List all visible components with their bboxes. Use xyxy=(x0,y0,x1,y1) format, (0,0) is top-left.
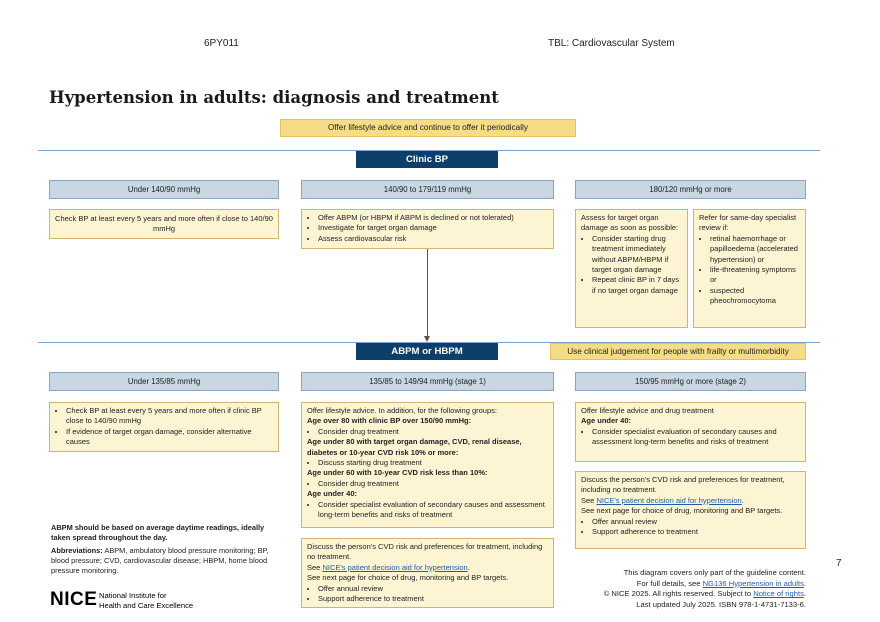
course-code: 6PY011 xyxy=(204,38,239,49)
abpm-divider xyxy=(38,342,820,343)
list-item: retinal haemorrhage or papilloedema (acc… xyxy=(710,234,800,265)
stage1-cvd-discussion: Discuss the person's CVD risk and prefer… xyxy=(301,538,554,608)
nice-logo: NICE xyxy=(50,589,98,610)
abbreviations: Abbreviations: ABPM, ambulatory blood pr… xyxy=(51,546,281,576)
topic-label: TBL: Cardiovascular System xyxy=(548,38,675,49)
list-item: Discuss starting drug treatment xyxy=(318,458,548,468)
see-label: See xyxy=(307,562,323,572)
period: . xyxy=(467,562,470,572)
list-item: Consider specialist evaluation of second… xyxy=(318,500,548,521)
list-item: Consider drug treatment xyxy=(318,427,548,437)
footer-coverage: This diagram covers only part of the gui… xyxy=(623,568,806,577)
stage1-intro: Offer lifestyle advice. In addition, for… xyxy=(307,406,497,415)
clinic-category-high: 180/120 mmHg or more xyxy=(575,180,806,199)
flow-arrow-head xyxy=(424,336,430,342)
cvd-discussion-text: Discuss the person's CVD risk and prefer… xyxy=(581,475,785,495)
decision-aid-link[interactable]: NICE's patient decision aid for hyperten… xyxy=(596,495,742,505)
list-item: Assess cardiovascular risk xyxy=(318,234,548,244)
clinic-category-low: Under 140/90 mmHg xyxy=(49,180,279,199)
list-item: If evidence of target organ damage, cons… xyxy=(66,427,273,448)
list-item: Consider drug treatment xyxy=(318,479,548,489)
clinic-divider xyxy=(38,150,820,151)
stage2-intro: Offer lifestyle advice and drug treatmen… xyxy=(581,406,714,415)
footer-updated: Last updated July 2025. ISBN 978-1-4731-… xyxy=(636,599,806,609)
list-item: Check BP at least every 5 years and more… xyxy=(66,406,273,427)
frailty-note: Use clinical judgement for people with f… xyxy=(550,343,806,360)
list-item: Support adherence to treatment xyxy=(318,594,548,604)
stage1-advice: Offer lifestyle advice. In addition, for… xyxy=(301,402,554,528)
stage1-group-over80: Age over 80 with clinic BP over 150/90 m… xyxy=(307,416,472,426)
abpm-category-stage1: 135/85 to 149/94 mmHg (stage 1) xyxy=(301,372,554,391)
abbreviations-label: Abbreviations: xyxy=(51,546,103,555)
abpm-category-stage2: 150/95 mmHg or more (stage 2) xyxy=(575,372,806,391)
flow-arrow-line xyxy=(427,249,428,337)
abbreviations-text: ABPM, ambulatory blood pressure monitori… xyxy=(51,546,269,575)
clinic-category-mid: 140/90 to 179/119 mmHg xyxy=(301,180,554,199)
logo-line1: National Institute for xyxy=(99,591,167,600)
page-number: 7 xyxy=(836,558,842,569)
clinic-high-assess: Assess for target organ damage as soon a… xyxy=(575,209,688,328)
decision-aid-line: See NICE's patient decision aid for hype… xyxy=(307,563,548,573)
notice-of-rights-link[interactable]: Notice of rights xyxy=(753,589,804,599)
list-item: suspected pheochromocytoma xyxy=(710,286,800,307)
cvd-discussion-text: Discuss the person's CVD risk and prefer… xyxy=(307,542,543,562)
clinic-high-refer: Refer for same-day specialist review if:… xyxy=(693,209,806,328)
nice-logo-text: National Institute for Health and Care E… xyxy=(99,591,193,610)
footer-details-pre: For full details, see xyxy=(636,578,703,588)
decision-aid-link[interactable]: NICE's patient decision aid for hyperten… xyxy=(322,562,468,572)
stage1-group-under60: Age under 60 with 10-year CVD risk less … xyxy=(307,468,488,478)
abpm-category-low: Under 135/85 mmHg xyxy=(49,372,279,391)
stage2-group-under40: Age under 40: xyxy=(581,416,632,426)
decision-aid-line: See NICE's patient decision aid for hype… xyxy=(581,496,800,506)
see-label: See xyxy=(581,495,597,505)
abpm-reading-note: ABPM should be based on average daytime … xyxy=(51,523,265,542)
next-page-note: See next page for choice of drug, monito… xyxy=(307,573,509,583)
page-title: Hypertension in adults: diagnosis and tr… xyxy=(49,88,499,107)
list-item: Investigate for target organ damage xyxy=(318,223,548,233)
stage2-advice: Offer lifestyle advice and drug treatmen… xyxy=(575,402,806,462)
clinic-bp-label: Clinic BP xyxy=(356,151,498,168)
list-item: Consider starting drug treatment immedia… xyxy=(592,234,682,276)
list-item: Offer annual review xyxy=(592,517,800,527)
list-item: life-threatening symptoms or xyxy=(710,265,800,286)
list-item: Consider specialist evaluation of second… xyxy=(592,427,800,448)
copyright-pre: © NICE 2025. All rights reserved. Subjec… xyxy=(603,589,754,599)
stage1-group-under40: Age under 40: xyxy=(307,489,358,499)
footer-copyright: © NICE 2025. All rights reserved. Subjec… xyxy=(560,589,806,600)
abpm-low-advice: Check BP at least every 5 years and more… xyxy=(49,402,279,452)
period: . xyxy=(741,495,744,505)
period: . xyxy=(803,578,806,588)
list-item: Repeat clinic BP in 7 days if no target … xyxy=(592,275,682,296)
abpm-hbpm-label: ABPM or HBPM xyxy=(356,343,498,360)
guideline-link[interactable]: NG136 Hypertension in adults xyxy=(702,578,804,588)
logo-line2: Health and Care Excellence xyxy=(99,600,194,610)
clinic-low-advice: Check BP at least every 5 years and more… xyxy=(49,209,279,239)
assess-intro: Assess for target organ damage as soon a… xyxy=(581,213,679,233)
stage1-group-under80: Age under 80 with target organ damage, C… xyxy=(307,437,522,457)
list-item: Support adherence to treatment xyxy=(592,527,800,537)
period: . xyxy=(803,589,806,599)
stage2-cvd-discussion: Discuss the person's CVD risk and prefer… xyxy=(575,471,806,549)
list-item: Offer ABPM (or HBPM if ABPM is declined … xyxy=(318,213,548,223)
footer-details: For full details, see NG136 Hypertension… xyxy=(560,579,806,590)
footer: This diagram covers only part of the gui… xyxy=(560,568,806,610)
next-page-note: See next page for choice of drug, monito… xyxy=(581,506,783,516)
lifestyle-banner: Offer lifestyle advice and continue to o… xyxy=(280,119,576,137)
list-item: Offer annual review xyxy=(318,584,548,594)
refer-intro: Refer for same-day specialist review if: xyxy=(699,213,797,233)
clinic-mid-advice: Offer ABPM (or HBPM if ABPM is declined … xyxy=(301,209,554,249)
